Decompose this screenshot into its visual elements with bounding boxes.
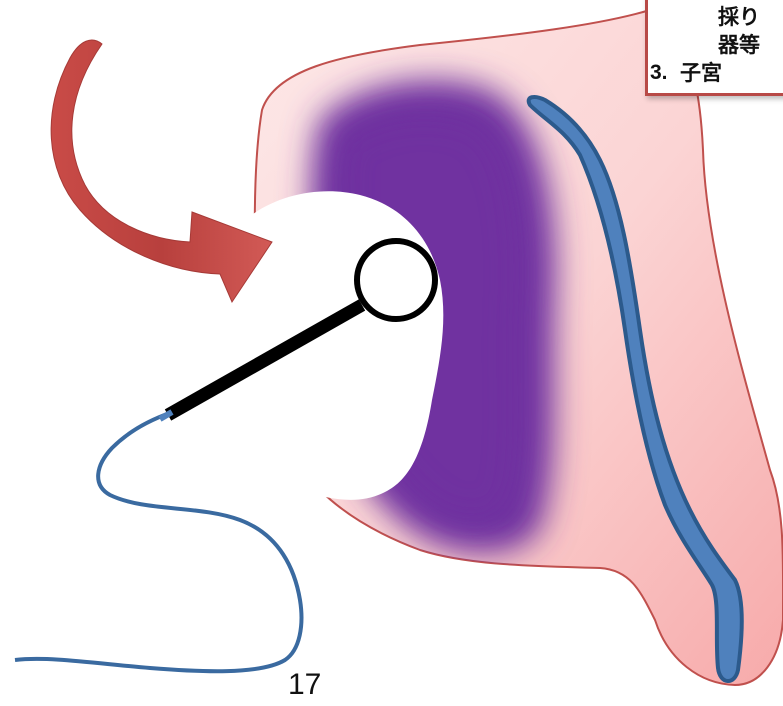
page-number: 17 (288, 668, 321, 702)
curved-arrow-icon (51, 40, 272, 302)
callout-line-1: 採り (718, 5, 760, 29)
opening-region (230, 191, 443, 500)
callout-line-3-number: 3. (650, 61, 668, 85)
callout-line-3-text: 子宮 (680, 61, 722, 85)
callout-line-2: 器等 (718, 33, 760, 57)
callout-box: 採り 器等 3. 子宮 (645, 0, 783, 96)
